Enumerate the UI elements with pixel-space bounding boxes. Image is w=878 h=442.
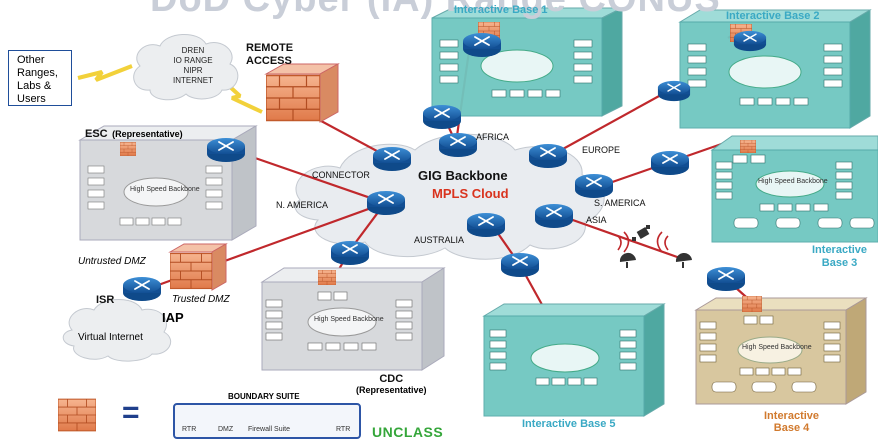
base3-line: Interactive bbox=[812, 244, 868, 256]
dren-cloud bbox=[133, 34, 239, 101]
interactive-base-1 bbox=[431, 7, 623, 117]
base4-firewall-icon bbox=[742, 296, 762, 312]
esc-firewall-icon bbox=[120, 142, 136, 156]
base4-line: Interactive bbox=[764, 410, 820, 422]
router-icon bbox=[206, 137, 246, 163]
base3-hsb-label: High Speed Backbone bbox=[758, 178, 828, 185]
cdc-firewall-icon bbox=[318, 270, 336, 285]
router-icon bbox=[528, 143, 568, 169]
dren-line: IO RANGE bbox=[173, 56, 213, 65]
other-line: Labs & bbox=[17, 80, 52, 92]
base2-label: Interactive Base 2 bbox=[726, 10, 820, 22]
remote-access-firewall-icon bbox=[266, 74, 320, 122]
interactive-base-4 bbox=[694, 297, 868, 405]
router-icon bbox=[462, 32, 502, 58]
router-icon bbox=[733, 30, 767, 52]
esc-hsb-label: High Speed Backbone bbox=[130, 186, 200, 193]
virtual-internet-cloud bbox=[62, 299, 172, 362]
router-icon bbox=[372, 146, 412, 172]
iap-firewall-icon bbox=[170, 252, 212, 290]
region-s-america: S. AMERICA bbox=[594, 198, 646, 208]
base4-label: Interactive Base 4 bbox=[764, 410, 819, 434]
gig-backbone-label: GIG Backbone bbox=[418, 168, 508, 183]
cdc-label: CDC (Representative) bbox=[356, 374, 427, 396]
dren-cloud-text: DREN IO RANGE NIPR INTERNET bbox=[160, 46, 226, 86]
router-icon bbox=[534, 203, 574, 229]
base3-label: Interactive Base 3 bbox=[812, 244, 867, 270]
remote-access-line: REMOTE bbox=[246, 42, 294, 54]
region-africa: AFRICA bbox=[476, 132, 510, 142]
esc-name: ESC bbox=[85, 128, 108, 140]
legend-boundary-suite-icon bbox=[58, 398, 96, 432]
page-title: DoD Cyber (IA) Range CONUS bbox=[150, 0, 721, 21]
base4-hsb-label: High Speed Backbone bbox=[742, 344, 812, 351]
router-icon bbox=[706, 266, 746, 292]
legend-title: BOUNDARY SUITE bbox=[228, 392, 300, 401]
router-icon bbox=[650, 150, 690, 176]
remote-access-firewall bbox=[264, 63, 340, 123]
satellite-links bbox=[617, 231, 669, 253]
interactive-base-5 bbox=[482, 303, 666, 417]
classification-label: UNCLASS bbox=[372, 424, 444, 440]
region-australia: AUSTRALIA bbox=[414, 235, 465, 245]
legend-item-firewall-suite: Firewall Suite bbox=[248, 426, 291, 433]
mpls-cloud-label: MPLS Cloud bbox=[432, 186, 509, 201]
router-icon bbox=[122, 276, 162, 302]
legend-equals: = bbox=[122, 396, 140, 429]
legend-item-rtr-2: RTR bbox=[336, 426, 351, 433]
other-ranges-box: Other Ranges, Labs & Users bbox=[8, 50, 72, 106]
base3-line: Base 3 bbox=[821, 257, 858, 269]
satellite-dish-icon bbox=[619, 225, 692, 268]
base5-label: Interactive Base 5 bbox=[522, 418, 616, 430]
router-icon bbox=[657, 80, 691, 102]
dren-line: NIPR bbox=[183, 66, 203, 75]
boundary-suite-legend bbox=[173, 403, 361, 439]
remote-access-label: REMOTE ACCESS bbox=[246, 42, 293, 68]
base4-line: Base 4 bbox=[773, 422, 810, 434]
base1-label: Interactive Base 1 bbox=[454, 4, 548, 16]
region-europe: EUROPE bbox=[582, 145, 621, 155]
router-icon bbox=[574, 173, 614, 199]
region-n-america: N. AMERICA bbox=[276, 200, 329, 210]
virtual-internet-label: Virtual Internet bbox=[78, 332, 143, 343]
other-line: Users bbox=[17, 93, 46, 105]
iap-block bbox=[168, 243, 228, 291]
iap-label: IAP bbox=[162, 310, 184, 325]
router-icon bbox=[366, 190, 406, 216]
esc-qualifier: (Representative) bbox=[112, 129, 183, 139]
region-connector: CONNECTOR bbox=[312, 170, 370, 180]
isr-label: ISR bbox=[96, 294, 115, 306]
cdc-hsb-label: High Speed Backbone bbox=[314, 316, 384, 323]
untrusted-dmz-label: Untrusted DMZ bbox=[78, 256, 146, 267]
legend-item-dmz: DMZ bbox=[218, 426, 234, 433]
remote-access-line: ACCESS bbox=[246, 55, 292, 67]
trusted-dmz-label: Trusted DMZ bbox=[172, 294, 230, 305]
base3-firewall-icon bbox=[740, 140, 756, 153]
legend-item-rtr-1: RTR bbox=[182, 426, 197, 433]
cdc-name: CDC bbox=[379, 373, 404, 385]
esc-label: ESC (Representative) bbox=[85, 124, 183, 142]
dren-line: DREN bbox=[181, 46, 205, 55]
esc-box bbox=[78, 125, 258, 241]
interactive-base-3 bbox=[710, 135, 878, 243]
dren-line: INTERNET bbox=[173, 76, 213, 85]
other-line: Ranges, bbox=[17, 67, 58, 79]
router-icon bbox=[500, 252, 540, 278]
router-icon bbox=[422, 104, 462, 130]
interactive-base-2 bbox=[678, 9, 872, 129]
router-icon bbox=[330, 240, 370, 266]
cdc-box bbox=[260, 267, 446, 371]
router-icon bbox=[438, 132, 478, 158]
other-line: Other bbox=[17, 54, 45, 66]
cdc-qualifier: (Representative) bbox=[356, 385, 427, 395]
router-icon bbox=[466, 212, 506, 238]
region-asia: ASIA bbox=[586, 215, 607, 225]
